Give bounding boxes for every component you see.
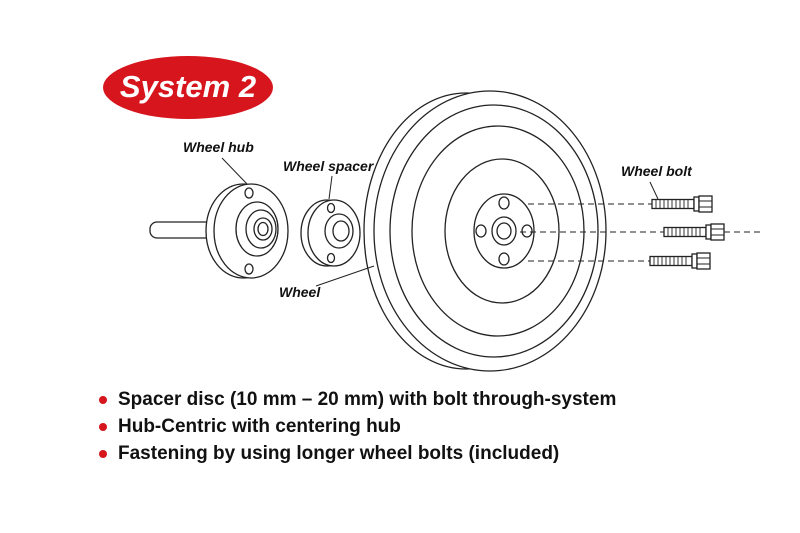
system-badge-label: System 2 xyxy=(119,68,257,104)
wheel-bolt-bottom xyxy=(649,252,711,270)
feature-list: Spacer disc (10 mm – 20 mm) with bolt th… xyxy=(99,388,759,469)
list-item: Spacer disc (10 mm – 20 mm) with bolt th… xyxy=(99,388,759,412)
wheel-label: Wheel xyxy=(279,284,321,300)
list-item: Fastening by using longer wheel bolts (i… xyxy=(99,442,759,466)
wheel-hub-drawing xyxy=(149,183,289,279)
wheel-bolts-drawing xyxy=(649,195,725,270)
bullet-icon xyxy=(99,423,107,431)
label-pointer-lines xyxy=(221,157,659,287)
bullet-icon xyxy=(99,396,107,404)
feature-text-fastening: Fastening by using longer wheel bolts (i… xyxy=(118,443,560,464)
dashed-center-lines xyxy=(520,203,762,262)
wheel-bolt-top xyxy=(651,195,713,213)
wheel-spacer-label: Wheel spacer xyxy=(283,158,374,174)
feature-text-spacer-disc: Spacer disc (10 mm – 20 mm) with bolt th… xyxy=(118,389,617,410)
system-badge: System 2 xyxy=(103,56,273,119)
wheel-bolt-middle xyxy=(663,223,725,241)
list-item: Hub-Centric with centering hub xyxy=(99,415,759,439)
feature-text-hub-centric: Hub-Centric with centering hub xyxy=(118,416,401,437)
wheel-drawing xyxy=(363,90,607,372)
wheel-hub-label: Wheel hub xyxy=(183,139,254,155)
wheel-bolt-label: Wheel bolt xyxy=(621,163,692,179)
bullet-icon xyxy=(99,450,107,458)
wheel-spacer-drawing xyxy=(300,199,361,267)
